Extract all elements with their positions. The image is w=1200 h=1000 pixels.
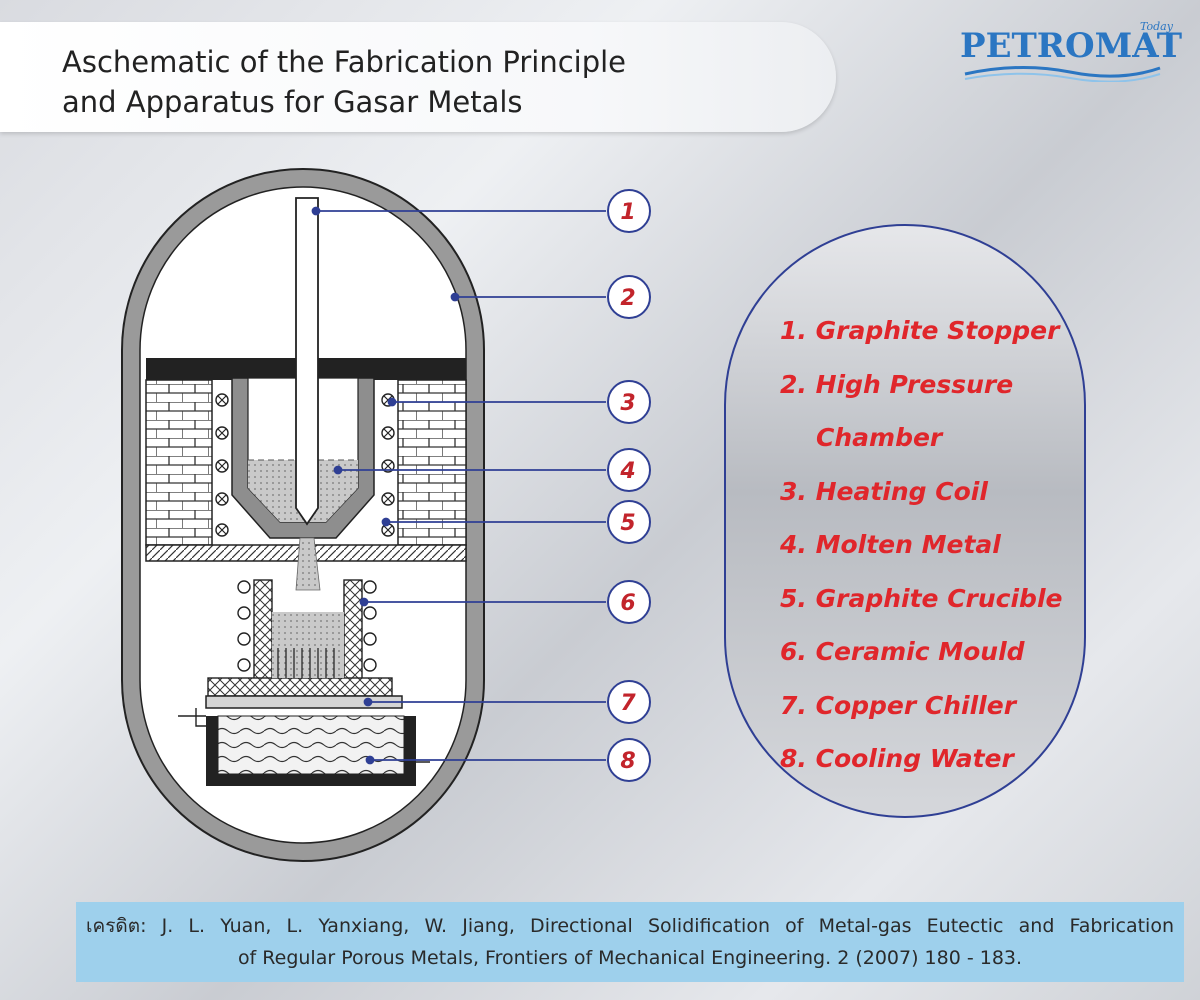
credit-box: เครดิต: J. L. Yuan, L. Yanxiang, W. Jian… [76, 902, 1184, 982]
furnace-brick-wall-right [397, 379, 467, 546]
callout-circle-2 [607, 275, 651, 319]
furnace-brick-wall-left [145, 379, 213, 546]
callout-number-6: 6 [620, 591, 635, 616]
callout-circle-1 [607, 189, 651, 233]
callout-number-8: 8 [620, 749, 635, 774]
callout-number-7: 7 [620, 691, 636, 716]
title-line-2: and Apparatus for Gasar Metals [62, 85, 523, 119]
title-line-1: Aschematic of the Fabrication Principle [62, 45, 627, 79]
leader-lines [311, 206, 606, 765]
legend-item-heating-coil: 3. Heating Coil [780, 476, 988, 506]
legend-panel: 1. Graphite Stopper 2. High Pressure Cha… [724, 224, 1086, 818]
callout-circle-3 [607, 380, 651, 424]
legend-item-copper-chiller: 7. Copper Chiller [780, 690, 1017, 720]
title-banner [0, 22, 836, 132]
page-title: Aschematic of the Fabrication Principle … [62, 42, 626, 122]
petromat-logo: PETROMAT Today [960, 20, 1183, 82]
logo-subtitle: Today [1140, 20, 1173, 33]
callout-circle-5 [607, 500, 651, 544]
legend-item-ceramic-mould: 6. Ceramic Mould [780, 637, 1025, 666]
logo-wordmark: PETROMAT [960, 26, 1183, 66]
legend-item-molten-metal: 4. Molten Metal [780, 530, 1001, 559]
apparatus-diagram: 1 2 3 4 5 6 7 8 [121, 168, 651, 862]
graphite-stopper [295, 197, 319, 526]
credit-line-2: of Regular Porous Metals, Frontiers of M… [237, 947, 1023, 969]
molten-stream [295, 537, 321, 591]
legend-item-high-pressure: 2. High Pressure [780, 369, 1014, 399]
callout-circle-6 [607, 580, 651, 624]
logo-wave-icon [964, 65, 1161, 82]
callout-number-3: 3 [620, 391, 635, 416]
callout-circle-8 [607, 738, 651, 782]
heating-coil [215, 393, 395, 537]
callout-number-1: 1 [620, 200, 635, 225]
legend-list: 1. Graphite Stopper 2. High Pressure Cha… [780, 304, 1062, 786]
callout-circle-4 [607, 448, 651, 492]
legend-item-graphite-stopper: 1. Graphite Stopper [780, 316, 1060, 345]
credit-line-1: เครดิต: J. L. Yuan, L. Yanxiang, W. Jian… [86, 915, 1174, 937]
legend-item-cooling-water: 8. Cooling Water [780, 744, 1014, 773]
callout-number-2: 2 [620, 286, 635, 311]
callout-number-4: 4 [619, 459, 635, 484]
callout-circle-7 [607, 680, 651, 724]
cooling-water-tank [206, 715, 430, 786]
callout-number-5: 5 [620, 511, 635, 536]
legend-item-chamber: Chamber [816, 423, 943, 452]
legend-item-graphite-crucible: 5. Graphite Crucible [780, 583, 1063, 613]
mould-heating-coil [237, 580, 377, 672]
